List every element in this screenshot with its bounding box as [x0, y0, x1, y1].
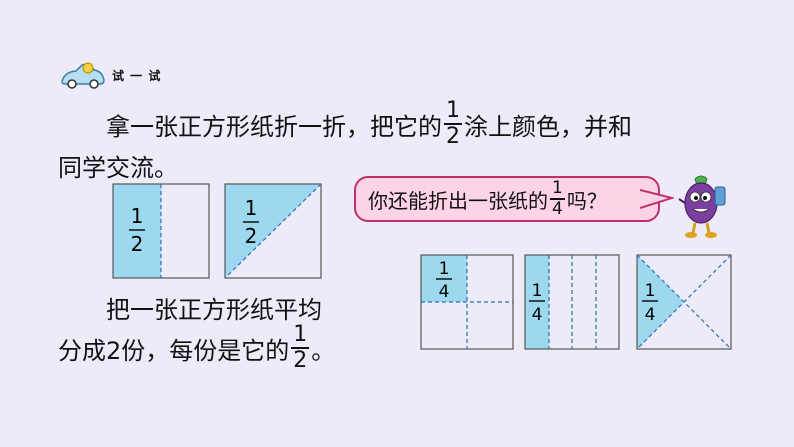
eggplant-character-icon [678, 175, 726, 238]
fold-line [224, 183, 322, 279]
shaded-half [113, 184, 161, 278]
square-outline [636, 254, 732, 350]
half-square-vertical-fold: 1 2 [112, 183, 210, 279]
square-outline [224, 183, 322, 279]
quarter-square-strips-fold: 1 4 [524, 254, 620, 350]
car-icon [61, 62, 105, 89]
question-speech-bubble: 你还能折出一张纸的 1 4 吗？ [354, 176, 660, 222]
fraction-numerator: 1 [532, 281, 543, 301]
bubble-text-before: 你还能折出一张纸的 [368, 188, 548, 213]
fraction-denominator: 2 [293, 348, 308, 373]
fraction-numerator: 1 [645, 281, 656, 301]
speech-bubble-tail [640, 189, 674, 209]
intro-text-after: 涂上颜色，并和 [464, 112, 632, 141]
fraction-bar [444, 123, 462, 125]
fraction-denominator: 4 [532, 305, 543, 325]
intro-line-2: 同学交流。 [58, 154, 178, 182]
fraction-numerator: 1 [552, 178, 563, 199]
conclusion-text-after: 。 [311, 336, 336, 365]
fraction-bar [291, 347, 310, 349]
fraction-numerator: 1 [446, 98, 460, 123]
intro-text-before: 拿一张正方形纸折一折，把它的 [106, 112, 442, 141]
fraction-numerator: 1 [131, 204, 144, 228]
quarter-square-grid-fold: 1 4 [420, 254, 514, 350]
bubble-fraction: 1 4 [550, 180, 565, 218]
fraction-numerator: 1 [439, 259, 450, 279]
shaded-quarter [637, 255, 684, 349]
fraction-denominator: 2 [446, 124, 460, 149]
fraction-denominator: 4 [645, 305, 656, 325]
fraction-denominator: 2 [131, 232, 144, 256]
fraction-bar [550, 198, 565, 200]
quarter-square-diagonal-fold: 1 4 [636, 254, 732, 350]
conclusion-line-2: 分成2份，每份是它的 1 2 。 [58, 324, 335, 372]
intro-line-1: 拿一张正方形纸折一折，把它的 1 2 涂上颜色，并和 [106, 100, 632, 148]
fraction-numerator: 1 [245, 196, 258, 220]
half-square-diagonal-fold: 1 2 [224, 183, 322, 279]
fraction-denominator: 4 [552, 198, 563, 219]
fraction-denominator: 2 [245, 224, 258, 248]
conclusion-text-before: 分成2份，每份是它的 [58, 336, 290, 365]
conclusion-line-1: 把一张正方形纸平均 [106, 296, 322, 324]
fraction-denominator: 4 [439, 282, 450, 302]
badge-label: 试 一 试 [112, 68, 162, 83]
fraction-numerator: 1 [293, 322, 308, 347]
shaded-quarter [525, 255, 549, 349]
intro-fraction: 1 2 [444, 100, 462, 148]
conclusion-fraction: 1 2 [291, 322, 310, 373]
fold-line [636, 254, 732, 350]
bubble-text-after: 吗？ [566, 188, 607, 213]
try-it-badge: 试 一 试 [60, 60, 162, 90]
